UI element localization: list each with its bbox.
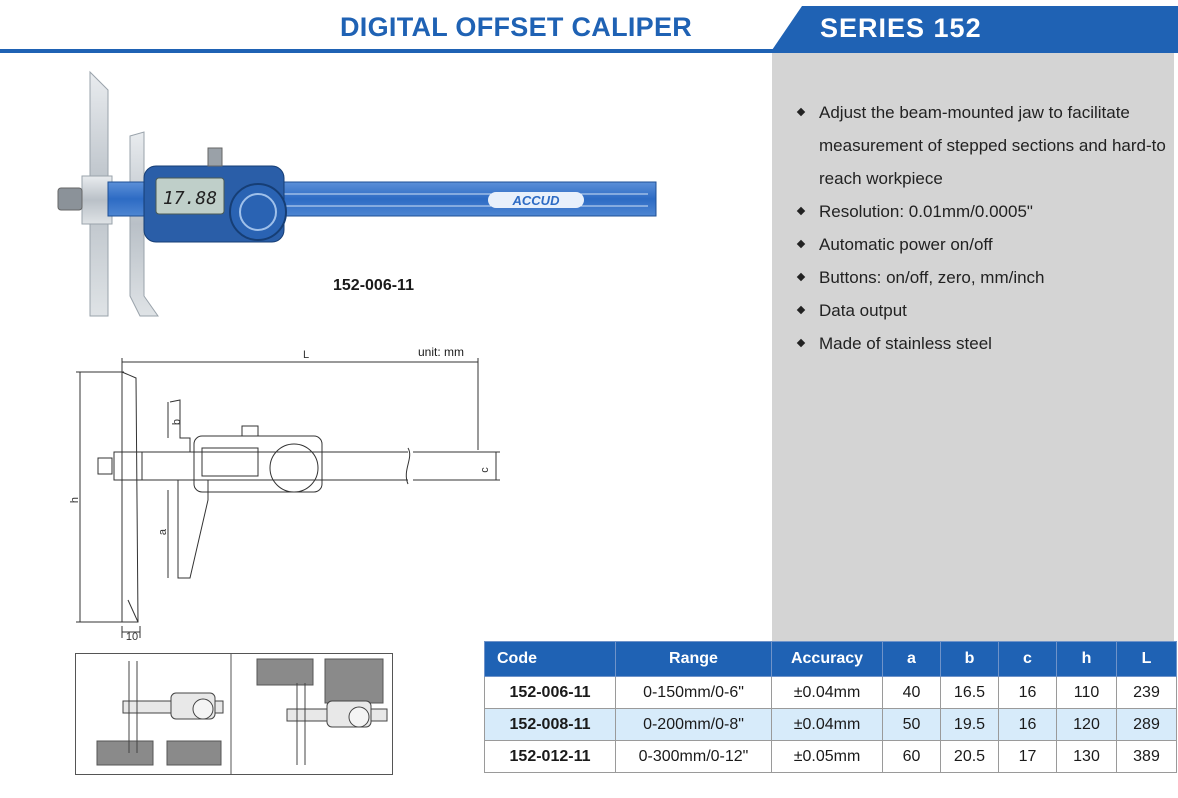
cell-range: 0-200mm/0-8" — [615, 708, 772, 741]
cell-L: 239 — [1116, 676, 1177, 709]
cell-range: 0-300mm/0-12" — [615, 740, 772, 773]
cell-c: 17 — [998, 740, 1057, 773]
col-header-accuracy: Accuracy — [771, 641, 883, 677]
cell-a: 40 — [882, 676, 941, 709]
display-reading: 17.88 — [163, 188, 217, 209]
table-row: 152-008-11 0-200mm/0-8" ±0.04mm 50 19.5 … — [484, 708, 1177, 741]
col-header-code: Code — [484, 641, 616, 677]
dim-label-c: c — [479, 467, 491, 473]
cell-h: 120 — [1056, 708, 1117, 741]
table-row: 152-006-11 0-150mm/0-6" ±0.04mm 40 16.5 … — [484, 676, 1177, 709]
col-header-c: c — [998, 641, 1057, 677]
usage-illustration — [75, 653, 393, 775]
cell-accuracy: ±0.04mm — [771, 708, 883, 741]
cell-accuracy: ±0.05mm — [771, 740, 883, 773]
series-label: SERIES 152 — [820, 13, 982, 43]
header-rule — [0, 49, 800, 53]
cell-h: 110 — [1056, 676, 1117, 709]
dim-label-h: h — [69, 497, 81, 503]
model-label: 152-006-11 — [333, 277, 414, 294]
cell-code: 152-012-11 — [484, 740, 616, 773]
cell-a: 60 — [882, 740, 941, 773]
feature-item: Automatic power on/off — [796, 228, 1166, 261]
dim-label-a: a — [157, 528, 169, 535]
cell-L: 389 — [1116, 740, 1177, 773]
series-banner — [770, 6, 1178, 53]
cell-b: 19.5 — [940, 708, 999, 741]
col-header-a: a — [882, 641, 941, 677]
spec-table: Code Range Accuracy a b c h L 152-006-11… — [484, 641, 1177, 773]
col-header-L: L — [1116, 641, 1177, 677]
feature-item: Resolution: 0.01mm/0.0005" — [796, 195, 1166, 228]
feature-item: Buttons: on/off, zero, mm/inch — [796, 261, 1166, 294]
table-row: 152-012-11 0-300mm/0-12" ±0.05mm 60 20.5… — [484, 740, 1177, 773]
col-header-h: h — [1056, 641, 1117, 677]
feature-item: Data output — [796, 294, 1166, 327]
feature-item: Made of stainless steel — [796, 327, 1166, 360]
dim-label-b: b — [171, 419, 183, 425]
col-header-b: b — [940, 641, 999, 677]
dim-label-L: L — [303, 349, 309, 361]
brand-logo: ACCUD — [512, 193, 561, 208]
cell-accuracy: ±0.04mm — [771, 676, 883, 709]
caliper-photo: ACCUD 17.88 — [57, 70, 657, 317]
dim-label-10: 10 — [126, 631, 138, 643]
cell-h: 130 — [1056, 740, 1117, 773]
cell-range: 0-150mm/0-6" — [615, 676, 772, 709]
table-header-row: Code Range Accuracy a b c h L — [484, 641, 1177, 677]
feature-list: Adjust the beam-mounted jaw to facilitat… — [796, 96, 1166, 360]
cell-code: 152-008-11 — [484, 708, 616, 741]
cell-c: 16 — [998, 676, 1057, 709]
feature-item: Adjust the beam-mounted jaw to facilitat… — [796, 96, 1166, 195]
cell-b: 16.5 — [940, 676, 999, 709]
cell-b: 20.5 — [940, 740, 999, 773]
cell-c: 16 — [998, 708, 1057, 741]
cell-a: 50 — [882, 708, 941, 741]
unit-note: unit: mm — [418, 345, 465, 359]
col-header-range: Range — [615, 641, 772, 677]
cell-code: 152-006-11 — [484, 676, 616, 709]
page-title: DIGITAL OFFSET CALIPER — [340, 12, 693, 42]
dimension-drawing: L b c a h 10 — [69, 349, 500, 643]
cell-L: 289 — [1116, 708, 1177, 741]
